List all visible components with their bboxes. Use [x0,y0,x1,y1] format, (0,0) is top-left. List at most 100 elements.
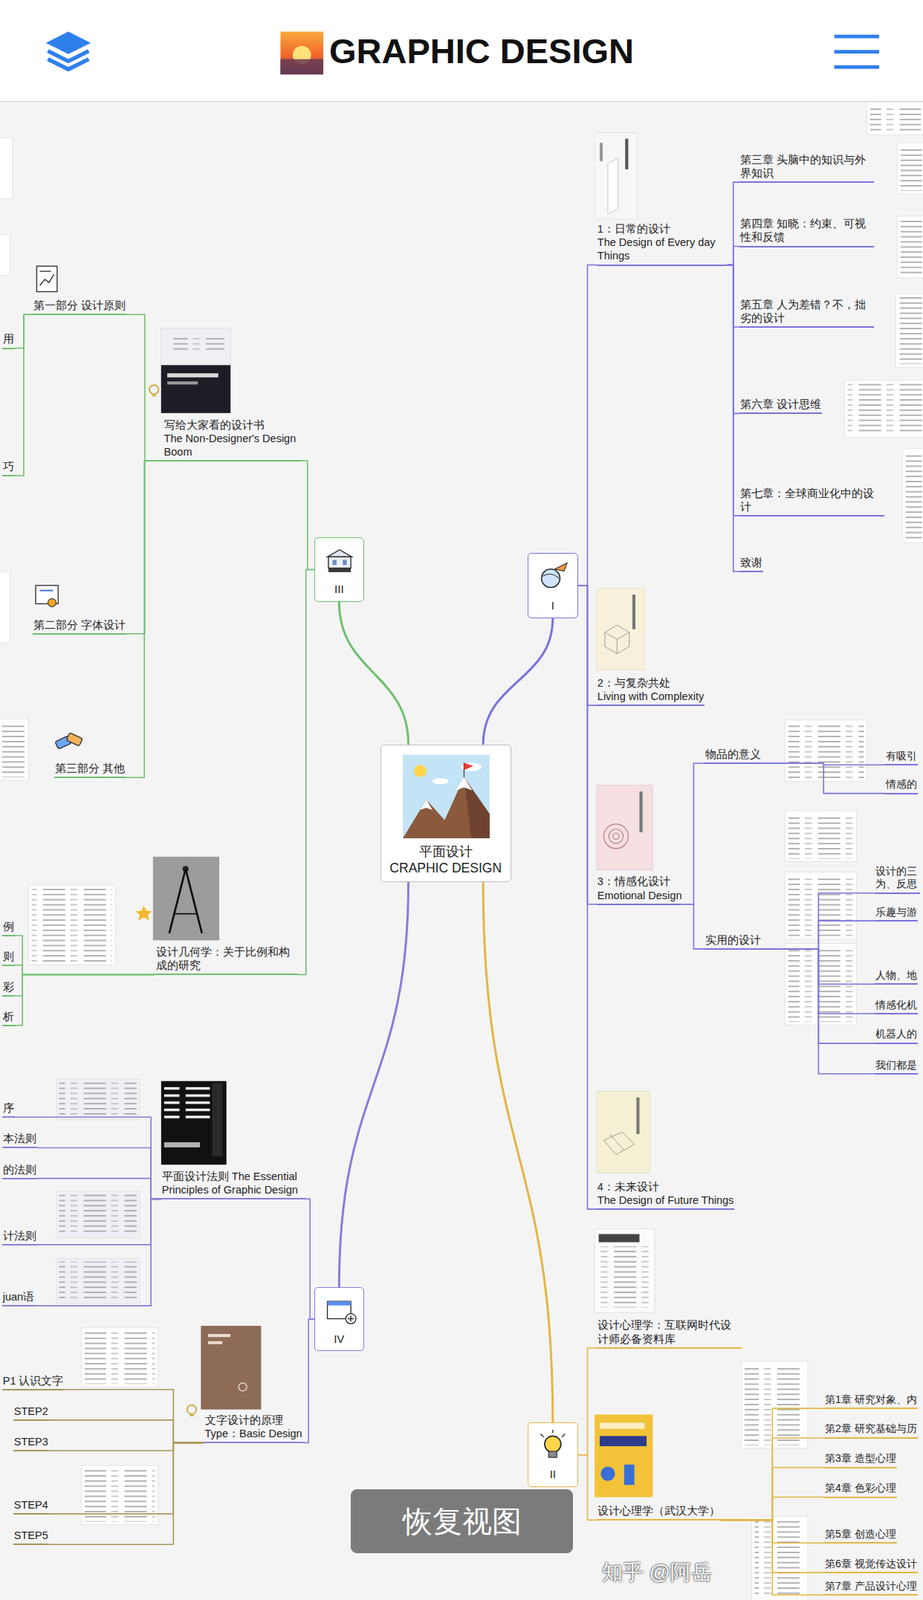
branch-connector [720,1438,825,1520]
branch-connector [338,601,408,745]
node-text: 有吸引 [885,749,918,764]
topic-node: 本法则 [2,1131,38,1149]
node-text: IV [333,1332,345,1347]
topic-node: 致谢 [739,555,764,573]
central-topic-box: 平面设计CRAPHIC DESIGN [380,744,512,883]
topic-node: 第7章 产品设计心理 [824,1579,918,1597]
branch-connector [682,763,705,905]
branch-connector [37,1198,162,1245]
topic-node: 有吸引 [885,749,918,767]
topic-node: 平面设计法则 The Essential Principles of Graph… [161,1169,307,1200]
node-text: P1 认识文字 [2,1374,64,1388]
node-text: 第4章 色彩心理 [824,1481,897,1496]
topic-node: 第6章 视觉传达设计 [824,1557,918,1575]
branch-connector [720,1497,825,1521]
node-text: The Design of Future Things [597,1193,735,1207]
topic-node: STEP4 [13,1498,50,1515]
node-text: CRAPHIC DESIGN [389,860,502,877]
topic-node: 文字设计的原理Type：Basic Design [204,1413,304,1444]
topic-node: 则 [2,949,15,967]
topic-node: 序 [2,1101,15,1118]
branch-connector [720,1408,825,1520]
topic-node: STEP3 [13,1435,50,1452]
node-text: 第5章 创造心理 [824,1527,897,1542]
node-text: 乐趣与游 [875,905,918,920]
topic-node: 物品的意义 [704,747,762,764]
node-text: 我们都是 [875,1058,918,1073]
branch-connector [761,920,875,950]
branch-connector [64,1389,205,1444]
branch-connector [306,1198,315,1320]
node-text: 第2章 研究基础与历 [824,1422,918,1436]
topic-node: 例 [2,920,15,937]
topic-node: 第五章 人为差错？不，拙劣的设计 [739,298,874,328]
topic-node: 情感的 [885,778,918,795]
restore-view-button: 恢复视图 [350,1489,573,1554]
topic-node: 我们都是 [874,1058,918,1076]
topic-node: 设计心理学：互联网时代设计师必备资料库 [596,1318,742,1349]
branch-connector [49,1442,205,1451]
node-text: 2：与复杂共处 [597,676,704,690]
node-text: 第五章 人为差错？不，拙劣的设计 [740,298,874,325]
branch-connector [300,460,315,570]
node-text: The Design of Every day Things [597,235,727,263]
node-text: 第六章 设计思维 [740,397,822,411]
node-text: 第1章 研究对象、内 [824,1393,918,1407]
topic-node: 设计几何学：关于比例和构成的研究 [155,945,299,976]
topic-node: 4：未来设计The Design of Future Things [596,1180,735,1210]
node-text: 第一部分 设计原则 [33,298,126,313]
branch-connector [720,1467,825,1521]
branch-connector [49,1442,205,1514]
part-icons [35,266,83,750]
topic-node: 第1章 研究对象、内 [824,1393,918,1410]
node-text: 第6章 视觉传达设计 [824,1557,918,1572]
topic-node: 用 [2,332,15,349]
node-text: 设计几何学：关于比例和构成的研究 [156,945,298,973]
thumbnails [0,101,923,1600]
branch-connector [34,1198,162,1306]
branch-connector [761,763,886,794]
branch-box: II [527,1422,579,1487]
node-text: 本法则 [2,1131,37,1146]
node-text: 第7章 产品设计心理 [824,1579,918,1594]
node-text: 机器人的 [875,1027,918,1042]
node-text: 析 [2,1009,15,1024]
topic-node: 第2章 研究基础与历 [824,1422,918,1439]
node-text: 则 [2,949,15,964]
node-text: 的法则 [2,1163,37,1177]
node-text: 4：未来设计 [597,1180,735,1194]
node-text: STEP2 [14,1404,49,1418]
node-text: Type：Basic Design [205,1426,303,1441]
branch-connector [49,1442,205,1545]
node-text: juan语 [2,1290,35,1304]
node-text: STEP5 [14,1528,49,1543]
topic-node: STEP2 [13,1404,50,1421]
node-text: 平面设计法则 The Essential Principles of Graph… [162,1169,306,1197]
branch-connector [125,460,164,778]
node-text: 情感化机 [875,998,918,1013]
node-text: 写给大家看的设计书 [164,418,301,432]
branch-connector [303,1319,315,1443]
node-text: 巧 [2,460,15,474]
topic-node: 2：与复杂共处Living with Complexity [596,676,705,706]
topic-node: 乐趣与游 [874,905,918,923]
node-text: 致谢 [740,555,763,570]
topic-node: 机器人的 [874,1027,918,1045]
branch-connector [14,1116,162,1199]
branch-connector [726,246,739,266]
branch-connector [49,1420,205,1443]
node-text: 例 [2,920,15,934]
node-text: 第三部分 其他 [54,761,125,776]
branch-connector [37,1147,162,1199]
node-text: Emotional Design [597,888,683,903]
branch-connector [126,314,163,461]
node-text: The Non-Designer's Design Boom [164,431,301,459]
node-text: 第3章 造型心理 [824,1452,897,1466]
topic-node: STEP5 [13,1528,50,1546]
topic-node: 第四章 知晓：约束、可视性和反馈 [739,217,874,247]
node-text: 物品的意义 [705,747,761,761]
node-text: STEP3 [14,1435,49,1449]
topic-node: 写给大家看的设计书The Non-Designer's Design Boom [163,418,301,462]
branch-connector [578,1348,597,1456]
topic-node: 1：日常的设计The Design of Every day Things [596,222,728,266]
